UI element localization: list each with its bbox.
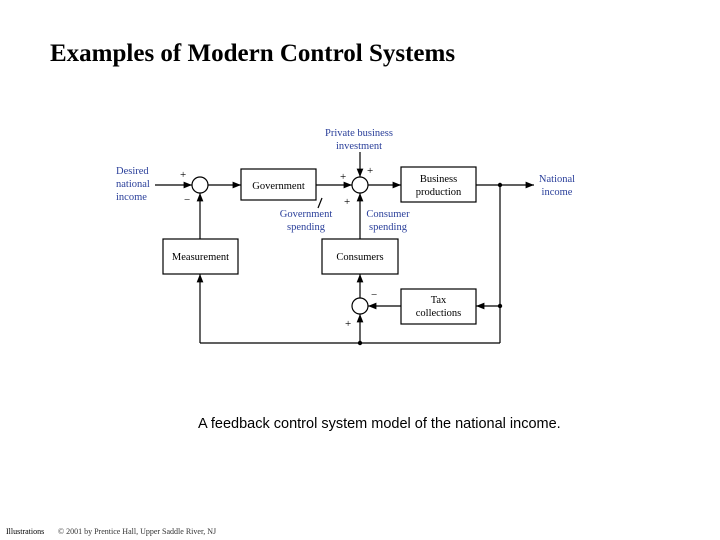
government-label: Government xyxy=(252,181,305,192)
desired-income-label-1: Desired xyxy=(116,166,149,177)
government-spending-label-2: spending xyxy=(287,222,326,233)
sign-plus-j2-consumers: + xyxy=(344,196,350,208)
sign-plus-j1-input: + xyxy=(180,169,186,181)
consumer-spending-label-1: Consumer xyxy=(366,209,410,220)
tax-collections-label-2: collections xyxy=(416,308,462,319)
government-spending-label-1: Government xyxy=(280,209,333,220)
tax-collections-label-1: Tax xyxy=(431,295,447,306)
measurement-label: Measurement xyxy=(172,252,229,263)
footer-illustrations: Illustrations xyxy=(6,527,45,536)
consumer-spending-label-2: spending xyxy=(369,222,408,233)
business-production-label-2: production xyxy=(416,187,462,198)
slide-title: Examples of Modern Control Systems xyxy=(50,40,456,67)
desired-income-label-3: income xyxy=(116,192,147,203)
branch-point-bottom xyxy=(357,340,363,346)
sign-plus-j2-government: + xyxy=(340,171,346,183)
branch-point-tax xyxy=(497,303,503,309)
consumers-label: Consumers xyxy=(336,252,383,263)
private-investment-label-1: Private business xyxy=(325,128,393,139)
sign-minus-j3-tax: − xyxy=(371,289,377,301)
desired-income-label-2: national xyxy=(116,179,150,190)
footer-copyright: © 2001 by Prentice Hall, Upper Saddle Ri… xyxy=(58,527,217,536)
sign-plus-j3-income: + xyxy=(345,318,351,330)
figure-caption: A feedback control system model of the n… xyxy=(198,416,561,432)
branch-point-output xyxy=(497,182,503,188)
national-income-label-1: National xyxy=(539,174,575,185)
summing-junction-3 xyxy=(351,297,369,315)
summing-junction-1 xyxy=(191,176,209,194)
private-investment-label-2: investment xyxy=(336,141,382,152)
summing-junction-2 xyxy=(351,176,369,194)
national-income-label-2: income xyxy=(542,187,573,198)
business-production-label-1: Business xyxy=(420,174,457,185)
sign-minus-j1-feedback: − xyxy=(184,194,190,206)
signal-lines xyxy=(155,152,534,344)
sign-plus-j2-investment: + xyxy=(367,165,373,177)
